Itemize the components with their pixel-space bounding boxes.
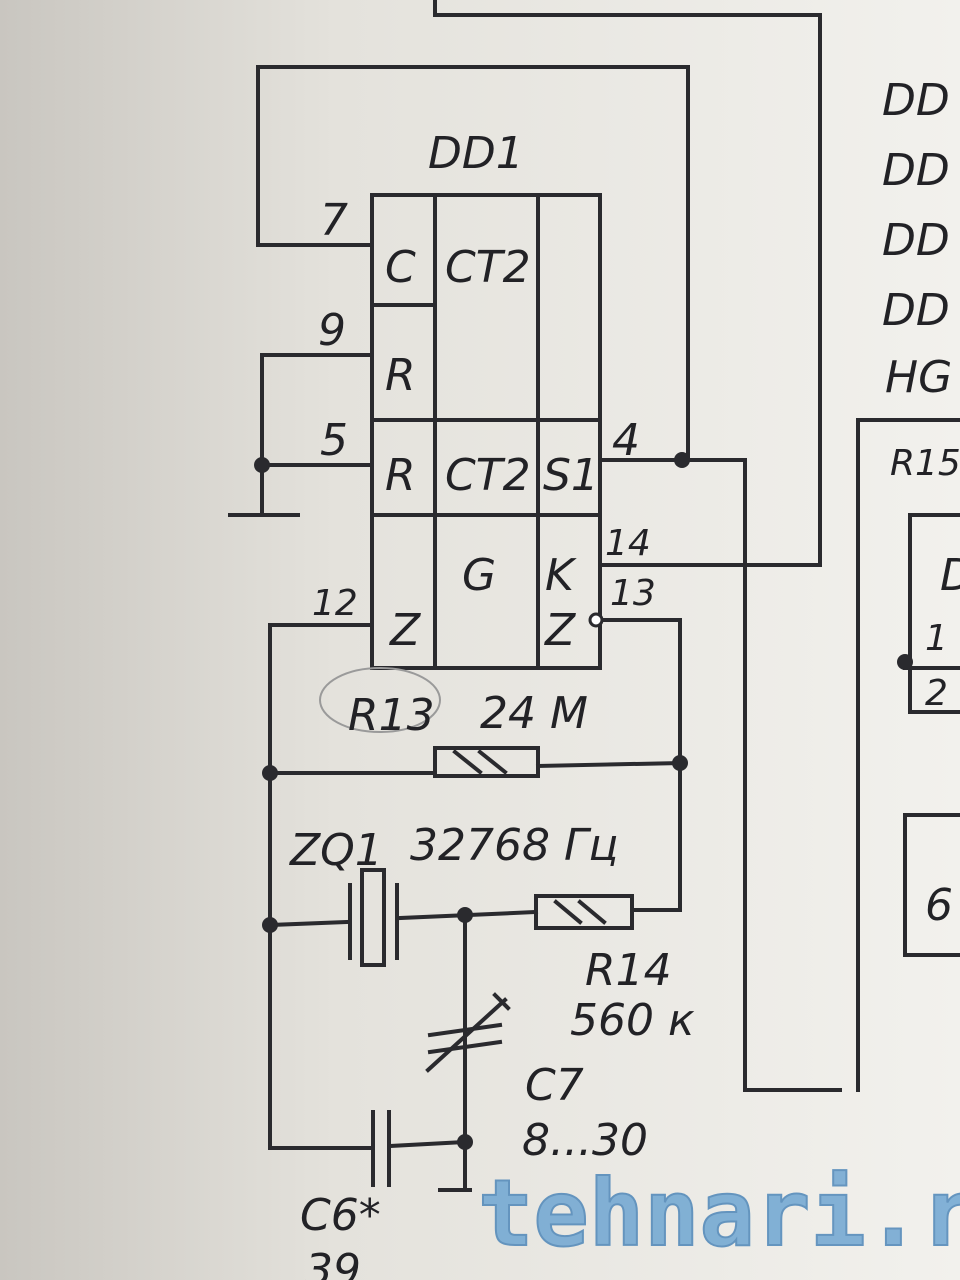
c7-ref: C7 xyxy=(525,1060,584,1111)
right-label-dd-2: DD xyxy=(882,145,950,196)
pin-9: 9 xyxy=(318,305,346,356)
capacitor-c6-symbol xyxy=(371,1110,391,1187)
ic-cell-s1: S1 xyxy=(543,450,599,501)
resistor-r13-symbol xyxy=(433,746,540,778)
right-label-dd-3: DD xyxy=(882,215,950,266)
zq1-ref: ZQ1 xyxy=(289,825,383,876)
right-label-pin-2: 2 xyxy=(925,673,948,714)
ic-cell-r2: R xyxy=(385,450,416,501)
c7-value: 8...30 xyxy=(522,1115,648,1166)
right-label-6: 6 xyxy=(925,880,953,931)
resistor-r14-symbol xyxy=(534,894,634,930)
ic-cell-g: G xyxy=(462,550,496,601)
c6-value: 39 xyxy=(305,1245,361,1280)
ic-cell-ct2-mid: CT2 xyxy=(445,450,531,501)
right-label-hg: HG xyxy=(885,352,952,403)
pin-14: 14 xyxy=(605,523,651,564)
right-label-dd-1: DD xyxy=(882,75,950,126)
r14-value: 560 к xyxy=(570,995,695,1046)
c6-ref: C6* xyxy=(300,1190,381,1241)
pin-13: 13 xyxy=(610,573,656,614)
r13-value: 24 M xyxy=(480,688,588,739)
ic-cell-r1: R xyxy=(385,350,416,401)
ic-dd1 xyxy=(370,193,604,670)
wires xyxy=(228,0,960,1192)
junction-dots xyxy=(254,452,913,1150)
pin-4: 4 xyxy=(612,415,640,466)
watermark: tehnari.ru xyxy=(478,1160,960,1267)
ic-cell-z-out: Z xyxy=(544,605,576,656)
r13-ref: R13 xyxy=(348,690,435,741)
right-label-d: D xyxy=(940,550,960,601)
pin-5: 5 xyxy=(320,415,348,466)
pin-12: 12 xyxy=(312,583,358,624)
pencil-circle xyxy=(319,667,441,733)
crystal-zq1-symbol xyxy=(348,868,399,967)
ic-label: DD1 xyxy=(428,128,524,179)
r14-ref: R14 xyxy=(585,945,672,996)
right-label-pin-1: 1 xyxy=(925,618,948,659)
ic-cell-c: C xyxy=(385,242,416,293)
ic-cell-k: K xyxy=(545,550,577,601)
right-label-r15: R15 xyxy=(890,443,960,484)
trimmer-capacitor-c7-symbol xyxy=(425,992,511,1073)
ic-cell-z-in: Z xyxy=(389,605,421,656)
zq1-value: 32768 Гц xyxy=(410,820,618,871)
inverted-output-bubble xyxy=(588,612,604,628)
right-label-dd-4: DD xyxy=(882,285,950,336)
ic-cell-ct2-top: CT2 xyxy=(445,242,531,293)
pin-7: 7 xyxy=(320,195,348,246)
